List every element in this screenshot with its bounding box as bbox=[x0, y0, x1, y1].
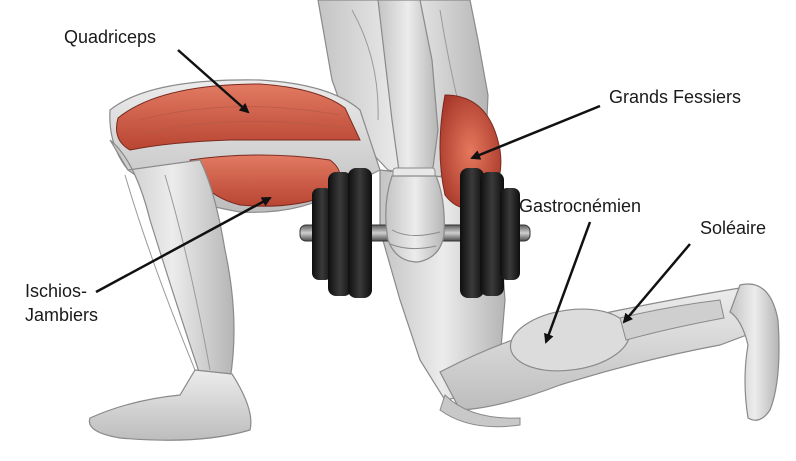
label-soleus: Soléaire bbox=[700, 218, 766, 238]
front-foot bbox=[88, 369, 252, 441]
labels: Quadriceps Grands Fessiers Gastrocnémien… bbox=[25, 27, 766, 325]
figure-body bbox=[88, 0, 780, 441]
hand bbox=[385, 175, 445, 263]
label-hamstrings-line2: Jambiers bbox=[25, 305, 98, 325]
pointer-arrows bbox=[95, 49, 691, 344]
label-hamstrings-line1: Ischios- bbox=[25, 281, 87, 301]
arrow-gastrocnemius bbox=[544, 221, 592, 344]
quadriceps-muscle bbox=[116, 83, 361, 151]
label-gastrocnemius: Gastrocnémien bbox=[519, 196, 641, 216]
arrow-glutes bbox=[470, 104, 601, 160]
arrow-soleus bbox=[622, 243, 691, 324]
label-quadriceps: Quadriceps bbox=[64, 27, 156, 47]
rear-foot bbox=[729, 283, 780, 421]
arrow-quadriceps bbox=[177, 49, 250, 114]
label-glutes: Grands Fessiers bbox=[609, 87, 741, 107]
arrow-hamstrings bbox=[95, 196, 272, 294]
soleus-muscle bbox=[619, 299, 725, 341]
